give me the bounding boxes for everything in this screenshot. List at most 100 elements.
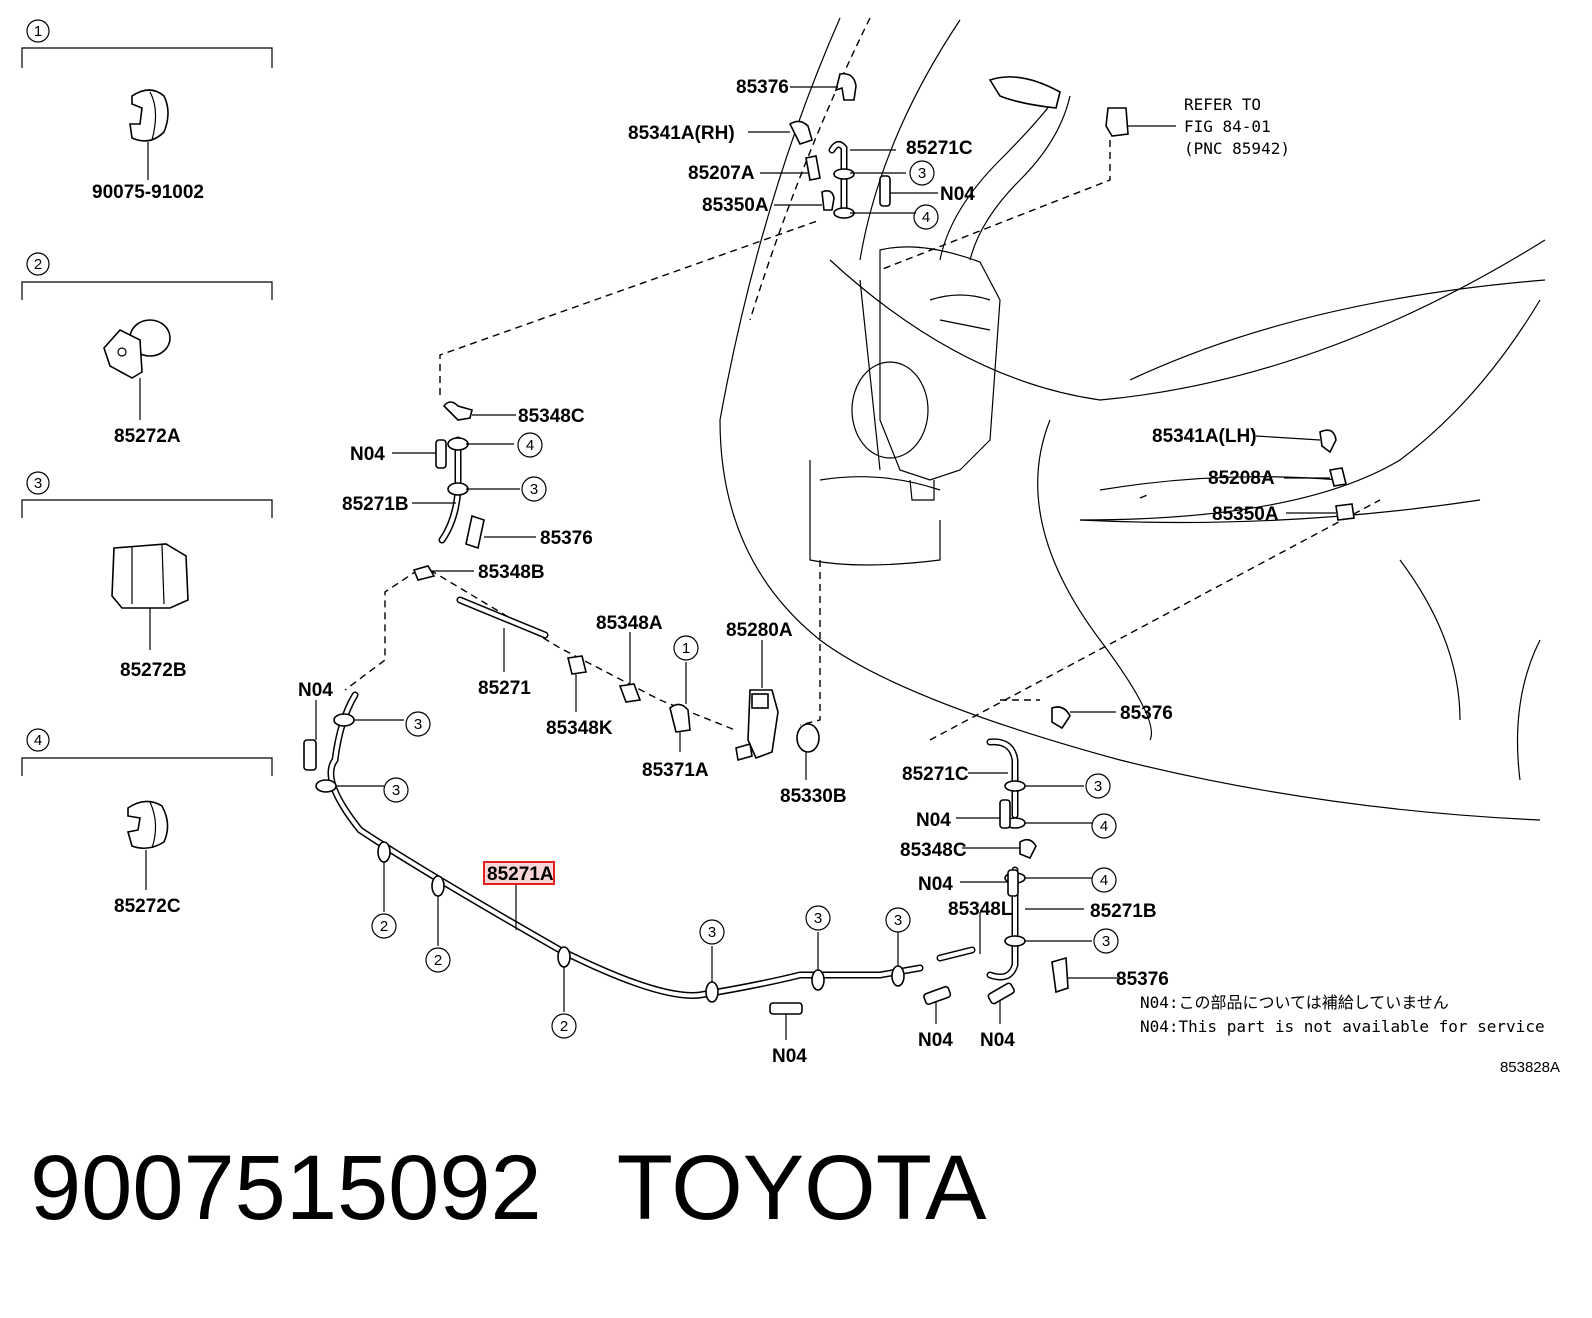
svg-text:2: 2 [434,952,442,969]
svg-text:4: 4 [1100,872,1108,889]
svg-text:4: 4 [1100,818,1108,835]
highlight-box [483,861,555,885]
small-parts [303,72,1355,1015]
valve-85350a-top [821,190,835,211]
nozzle-85341a-lh [1319,429,1337,454]
svg-text:2: 2 [560,1018,568,1035]
tee-85348c-right [1019,838,1037,860]
tee-85348c-left [442,401,473,421]
label-n04-r1: N04 [916,810,951,831]
pump-85280a [735,689,779,762]
legend-item-3: 3 85272B [21,471,273,681]
legend-item-2: 2 85272A [21,252,273,447]
svg-text:85272C: 85272C [114,896,181,917]
label-85348c-left: 85348C [518,406,585,427]
svg-text:3: 3 [1094,778,1102,795]
n04-b3 [987,982,1015,1005]
label-85271b-right: 85271B [1090,901,1157,922]
svg-text:4: 4 [34,732,42,749]
label-n04-b2: N04 [918,1030,953,1051]
grommet-85376-top [834,72,857,101]
joint-85348a [618,683,642,703]
grommet-85376-left [465,514,485,550]
leaders [315,86,1336,1040]
refer-connector [1105,107,1129,137]
svg-text:3: 3 [918,165,926,182]
note-en: N04:This part is not available for servi… [1140,1017,1545,1036]
label-85376-top: 85376 [736,77,789,98]
joint-85348k [567,655,587,675]
label-85208a: 85208A [1208,468,1275,489]
label-85341a-lh: 85341A(LH) [1152,426,1257,447]
label-85348b: 85348B [478,562,545,583]
svg-text:1: 1 [682,640,690,657]
clip-icon [103,319,171,379]
label-n04-left1: N04 [350,444,385,465]
svg-text:3: 3 [392,782,400,799]
grommet-85376-bottom [1051,956,1069,994]
nozzle-85341a-rh [788,120,813,145]
svg-text:85272B: 85272B [120,660,187,681]
legend: 1 90075-91002 2 85272A 3 [21,19,273,917]
label-85376-left: 85376 [540,528,593,549]
svg-text:3: 3 [708,924,716,941]
connector-85208a [1329,467,1347,487]
footer-title: 9007515092 TOYOTA [30,1142,986,1234]
svg-text:3: 3 [814,910,822,927]
label-85376-bottom: 85376 [1116,969,1169,990]
legend-item-4: 4 85272C [21,728,273,917]
n04-b1 [769,1002,803,1015]
part-number: 9007515092 [30,1137,542,1239]
svg-text:3: 3 [34,475,42,492]
refer-line-1: REFER TO [1184,95,1261,114]
svg-text:90075-91002: 90075-91002 [92,182,204,203]
label-n04-top: N04 [940,184,975,205]
clamp-icon [129,89,169,142]
label-85271a-highlight: 85271A [487,864,554,885]
label-85271c-right: 85271C [902,764,969,785]
svg-text:2: 2 [380,918,388,935]
valve-85350a-right [1335,503,1355,521]
label-85350a-top: 85350A [702,195,769,216]
n04-r2 [1007,869,1019,897]
notes: N04:この部品については補給していません N04:This part is n… [1140,993,1560,1076]
n04-top [879,175,891,207]
connector-85207a [805,155,821,181]
callouts: 3 4 4 3 1 3 3 2 2 2 3 3 3 3 4 4 3 [371,160,1119,1039]
svg-text:3: 3 [414,716,422,733]
label-n04-left2: N04 [298,680,333,701]
svg-text:4: 4 [526,437,534,454]
label-85271b-left: 85271B [342,494,409,515]
n04-r1 [999,799,1011,829]
n04-left2 [303,739,317,771]
tee-85348b [412,565,436,581]
figure-code: 853828A [1500,1059,1560,1076]
label-85348a: 85348A [596,613,663,634]
label-n04-b3: N04 [980,1030,1015,1051]
note-jp: N04:この部品については補給していません [1140,993,1449,1012]
label-85280a: 85280A [726,620,793,641]
label-n04-r2: N04 [918,874,953,895]
refer-line-3: (PNC 85942) [1184,139,1290,158]
grommet-85330b [796,723,820,753]
hoses [315,141,1026,1003]
hose-85271a [327,691,924,999]
brand-name: TOYOTA [616,1137,987,1239]
label-n04-b1: N04 [772,1046,807,1067]
part-labels: 85376 85341A(RH) 85271C 85207A 85350A N0… [298,77,1290,1067]
svg-text:1: 1 [34,23,42,40]
n04-b2 [923,985,952,1006]
label-85207a: 85207A [688,163,755,184]
label-85348l: 85348L [948,899,1013,920]
label-85376-right: 85376 [1120,703,1173,724]
label-85330b: 85330B [780,786,847,807]
label-85371a: 85371A [642,760,709,781]
legend-item-1: 1 90075-91002 [21,19,273,203]
label-85350a-right: 85350A [1212,504,1279,525]
label-85271: 85271 [478,678,531,699]
n04-left1 [435,439,447,469]
label-85341a-rh: 85341A(RH) [628,123,735,144]
svg-text:3: 3 [530,481,538,498]
label-85348c-right: 85348C [900,840,967,861]
